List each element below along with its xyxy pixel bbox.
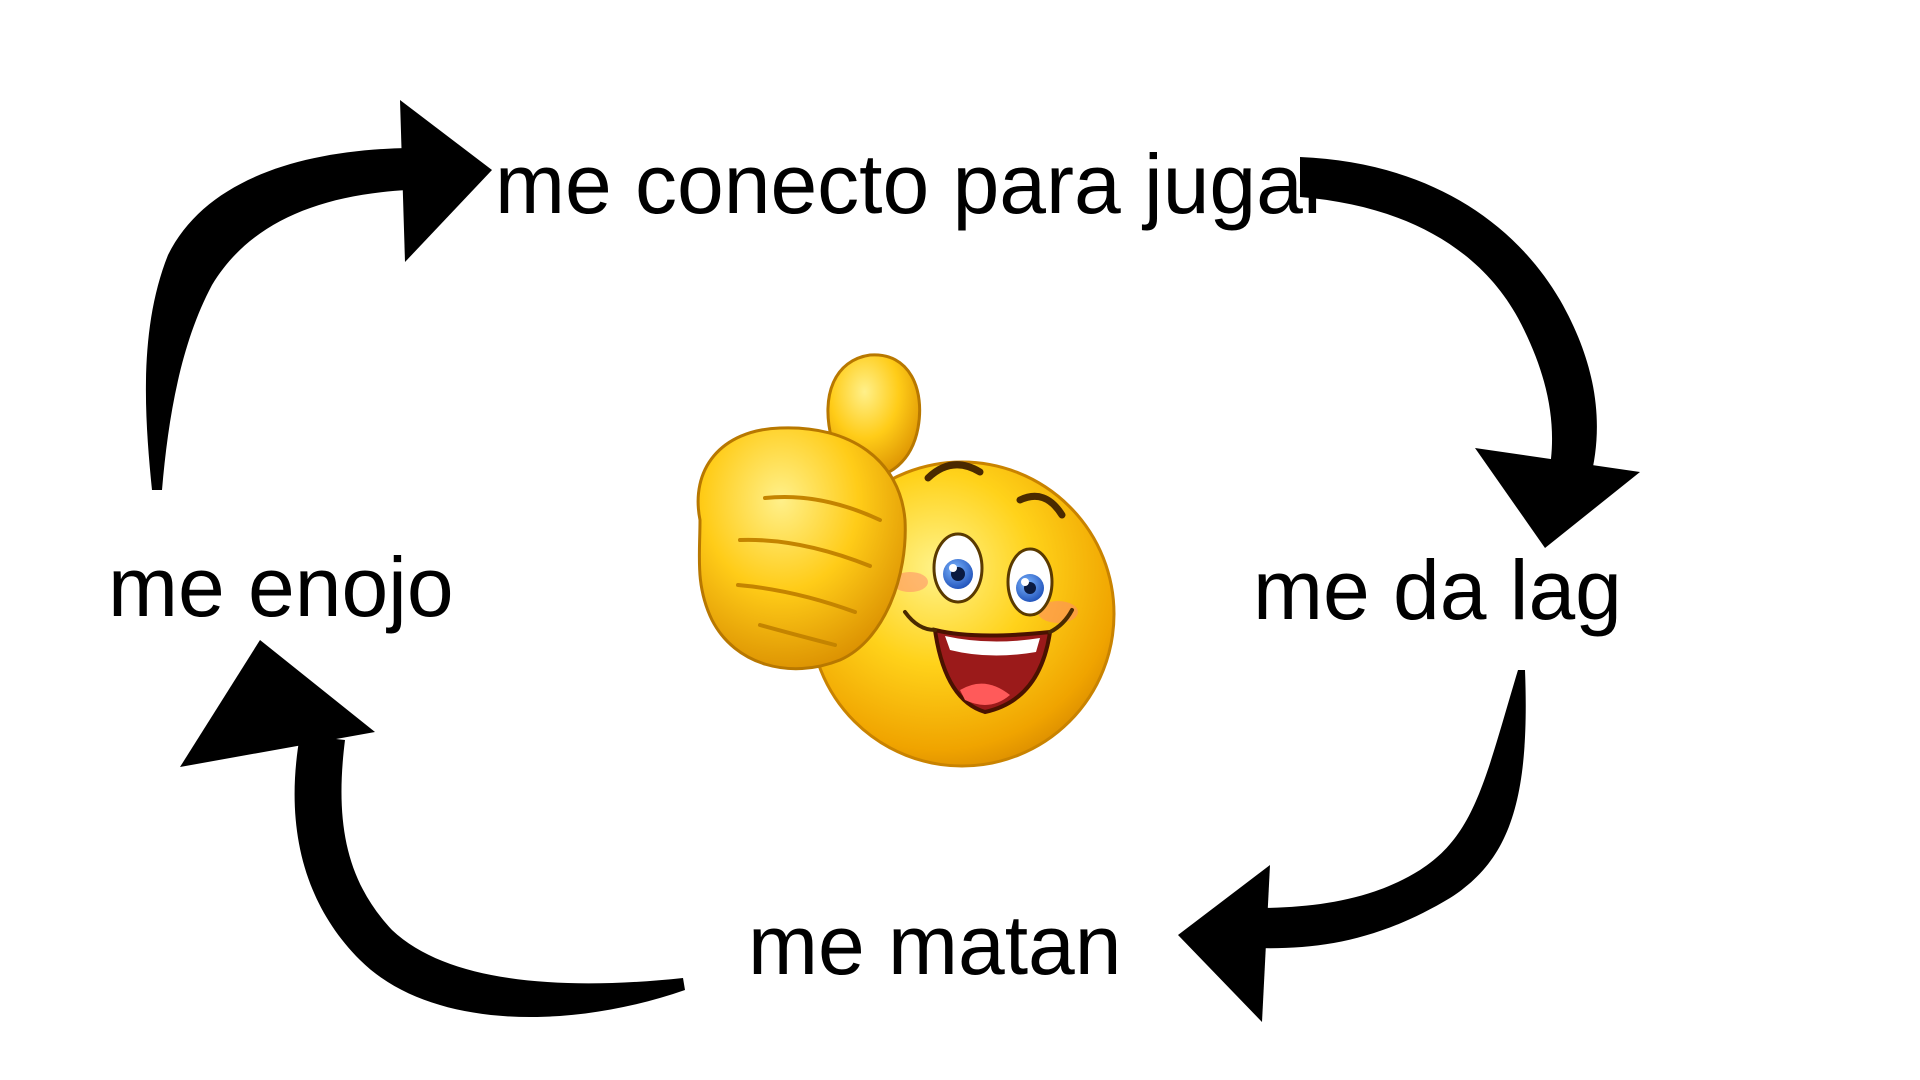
arrow-lag-to-matan (1178, 670, 1526, 1022)
thumbs-up-smiley-icon (696, 353, 1116, 768)
arrow-conecto-to-lag (1300, 157, 1640, 548)
cycle-step-label-killed: me matan (748, 898, 1122, 992)
arrow-enojo-to-conecto (145, 100, 492, 490)
cycle-step-label-angry: me enojo (108, 540, 454, 634)
cycle-step-label-lag: me da lag (1253, 543, 1622, 637)
arrow-matan-to-enojo (180, 640, 685, 1018)
cycle-step-label-connect: me conecto para jugar (495, 137, 1331, 231)
